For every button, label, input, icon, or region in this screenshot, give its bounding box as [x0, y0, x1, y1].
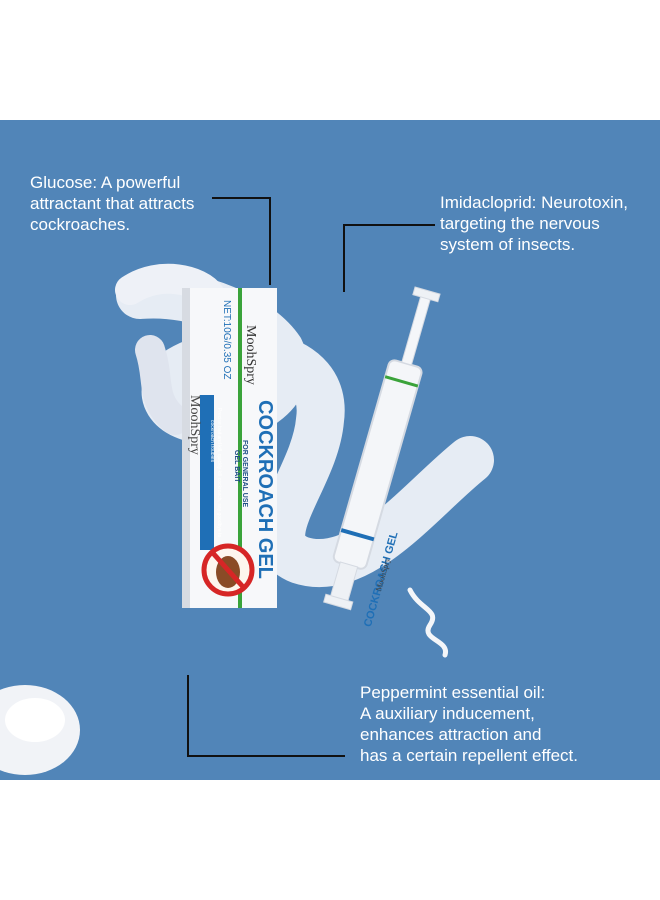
imidacloprid-callout: Imidacloprid: Neurotoxin, targeting the … — [440, 192, 628, 255]
box-sub1: FOR GENERAL USE — [241, 440, 248, 508]
peppermint-callout: Peppermint essential oil: A auxiliary in… — [360, 682, 578, 766]
box-brand: MoohSpry — [243, 325, 258, 385]
box-brand-side: MoohSpry — [187, 395, 202, 455]
box-title: COCKROACH GEL — [254, 400, 276, 579]
peppermint-line-2: A auxiliary inducement, — [360, 704, 535, 723]
box-net: NET:10G/0.35 OZ — [221, 300, 232, 380]
product-illustration — [0, 197, 494, 775]
glucose-leader — [212, 197, 271, 285]
glucose-line-3: cockroaches. — [30, 215, 131, 234]
peppermint-line-4: has a certain repellent effect. — [360, 746, 578, 765]
product-panel: MoohSpry NET:10G/0.35 OZ COCKROACH GEL F… — [0, 120, 660, 780]
glucose-line-1: Glucose: A powerful — [30, 173, 181, 192]
imidacloprid-line-2: targeting the nervous — [440, 214, 600, 233]
imidacloprid-leader — [343, 224, 435, 292]
peppermint-line-1: Peppermint essential oil: — [360, 683, 546, 702]
gel-squiggle — [407, 587, 448, 658]
box-desc2: cockroach troubles — [209, 420, 215, 462]
glucose-callout: Glucose: A powerful attractant that attr… — [30, 172, 194, 235]
box-sub2: GEL BAIT — [233, 450, 240, 483]
imidacloprid-line-3: system of insects. — [440, 235, 576, 254]
peppermint-line-3: enhances attraction and — [360, 725, 542, 744]
syringe — [323, 286, 441, 611]
box-desc1: Precise bait and kill, quickly kill cock… — [216, 408, 222, 538]
glucose-line-2: attractant that attracts — [30, 194, 195, 213]
imidacloprid-line-1: Imidacloprid: Neurotoxin, — [440, 193, 629, 212]
product-box — [182, 288, 277, 608]
peppermint-leader — [187, 675, 345, 757]
